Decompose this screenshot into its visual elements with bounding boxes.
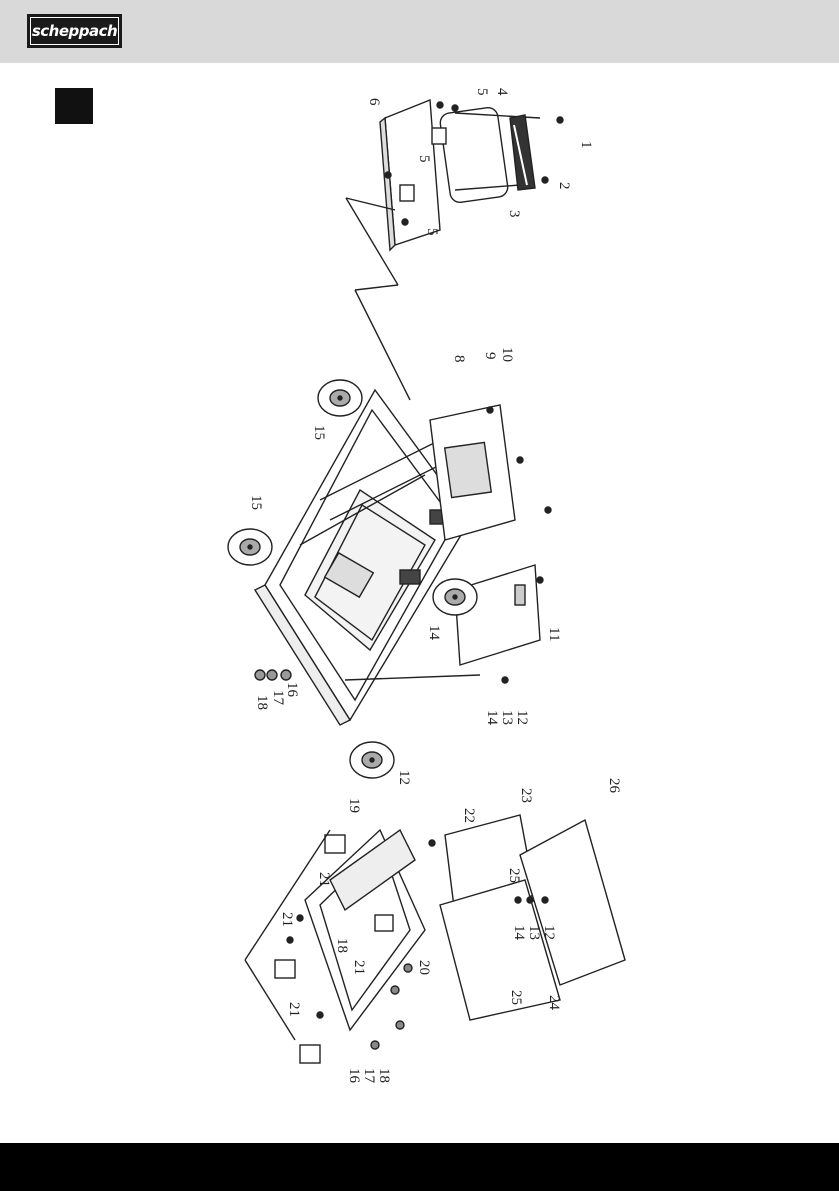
label-10: 10 xyxy=(499,347,515,362)
label-9: 9 xyxy=(482,352,498,360)
exploded-parts-diagram: 1 2 3 4 5 5 5 6 8 9 10 11 12 12 13 14 14… xyxy=(0,63,839,1143)
label-14c: 14 xyxy=(511,925,527,941)
label-15a: 15 xyxy=(311,425,327,440)
label-6: 6 xyxy=(366,98,382,106)
logo-text: scheppach xyxy=(30,17,119,45)
label-19: 19 xyxy=(346,798,362,813)
label-15b: 15 xyxy=(248,495,264,510)
wheel xyxy=(318,380,362,416)
label-18a: 18 xyxy=(254,695,270,710)
label-20: 20 xyxy=(416,960,432,975)
label-13b: 13 xyxy=(526,925,542,940)
label-4: 4 xyxy=(494,88,510,96)
label-5b: 5 xyxy=(416,155,432,163)
label-17a: 17 xyxy=(270,690,286,706)
bottom-assembly xyxy=(245,815,625,1063)
label-11: 11 xyxy=(546,627,562,641)
label-16b: 16 xyxy=(346,1068,362,1084)
label-18c: 18 xyxy=(334,938,350,953)
label-1: 1 xyxy=(578,141,594,149)
label-24: 24 xyxy=(546,995,562,1011)
wheel xyxy=(433,579,477,615)
label-21d: 21 xyxy=(286,1002,302,1017)
label-3: 3 xyxy=(506,210,522,218)
label-21a: 21 xyxy=(316,872,332,887)
header-bar: scheppach xyxy=(0,0,839,63)
label-13: 13 xyxy=(499,710,515,725)
label-12a: 12 xyxy=(396,770,412,785)
label-26: 26 xyxy=(606,778,622,794)
label-18b: 18 xyxy=(376,1068,392,1083)
label-21b: 21 xyxy=(279,912,295,927)
scheppach-logo: scheppach xyxy=(27,14,122,48)
label-12b: 12 xyxy=(514,710,530,725)
label-14a: 14 xyxy=(484,710,500,726)
footer-bar xyxy=(0,1143,839,1191)
label-2: 2 xyxy=(556,182,572,190)
label-5a: 5 xyxy=(474,88,490,96)
label-5c: 5 xyxy=(424,228,440,236)
label-21c: 21 xyxy=(351,960,367,975)
label-14b: 14 xyxy=(426,625,442,641)
label-23: 23 xyxy=(518,788,534,803)
label-8: 8 xyxy=(451,355,467,363)
wheel xyxy=(228,529,272,565)
label-25a: 25 xyxy=(506,868,522,883)
label-25b: 25 xyxy=(508,990,524,1005)
label-12c: 12 xyxy=(541,925,557,940)
wheel xyxy=(350,742,394,778)
label-17b: 17 xyxy=(361,1068,377,1084)
label-22: 22 xyxy=(461,808,477,823)
